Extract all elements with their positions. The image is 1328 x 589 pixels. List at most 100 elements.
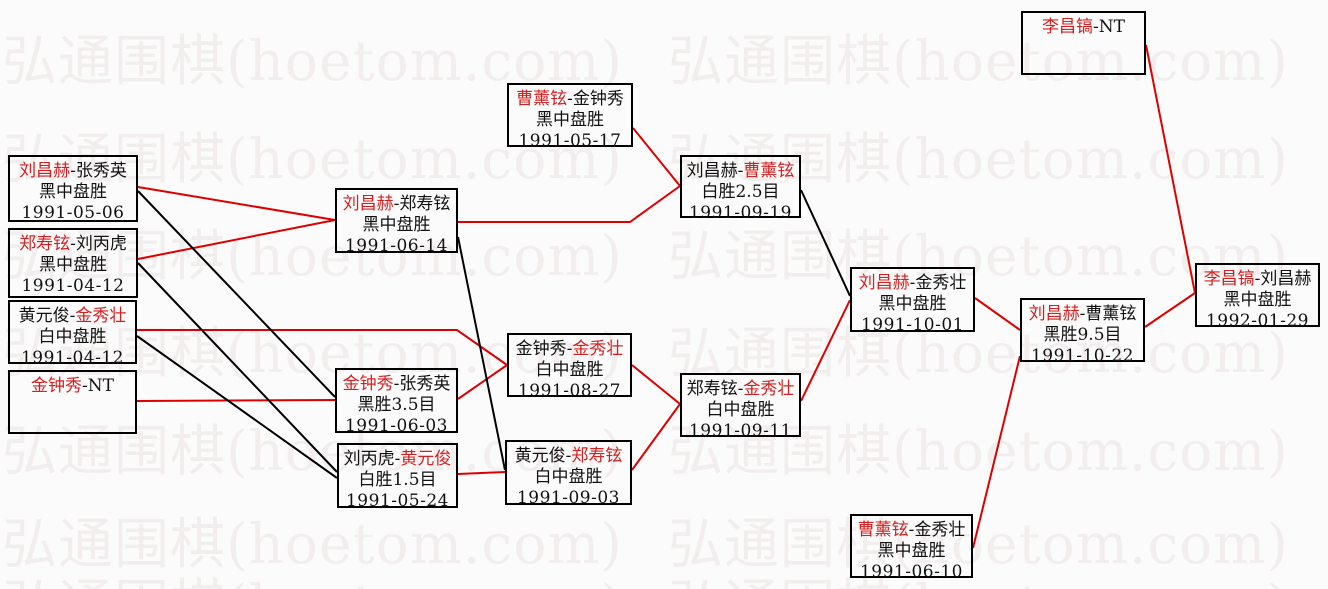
player2-name: 郑寿铉 (399, 194, 451, 214)
player1-name: 刘丙虎 (343, 449, 395, 469)
player2-name: 黄元俊 (400, 449, 452, 469)
players-separator: - (565, 446, 572, 466)
loser-line-m2-m6 (136, 335, 338, 479)
players-separator: - (69, 306, 76, 326)
player2-name: 金秀壮 (914, 520, 966, 540)
player1-name: 金钟秀 (342, 374, 394, 394)
winner-line-m8-m11 (631, 364, 681, 405)
winner-line-m7-m10 (632, 127, 681, 187)
players-separator: - (1079, 304, 1086, 324)
winner-line-m6-m9 (457, 471, 506, 475)
winner-line-m5-m8 (457, 364, 508, 400)
match-players: 刘昌赫-张秀英 (10, 161, 136, 182)
player1-name: 李昌镐 (1203, 269, 1255, 289)
player1-name: 刘昌赫 (342, 194, 394, 214)
match-date: 1991-10-01 (860, 315, 964, 335)
match-date: 1991-06-10 (859, 562, 963, 582)
match-result: 白中盘胜 (38, 327, 107, 347)
match-players: 郑寿铉-刘丙虎 (10, 234, 136, 255)
match-result: 黑中盘胜 (362, 215, 431, 235)
winner-line-m4-m10 (458, 185, 681, 223)
match-date: 1991-09-11 (688, 421, 792, 441)
match-players: 刘丙虎-黄元俊 (339, 449, 456, 470)
winner-line-m3-m5 (136, 399, 336, 402)
player1-name: 金钟秀 (515, 339, 567, 359)
players-separator: - (393, 374, 400, 394)
player1-name: 刘昌赫 (19, 161, 71, 181)
match-date: 1991-09-03 (516, 488, 620, 508)
player2-name: 金秀壮 (743, 379, 795, 399)
players-separator: - (1254, 269, 1261, 289)
match-result: 黑中盘胜 (39, 182, 107, 202)
players-separator: - (908, 520, 915, 540)
players-separator: - (70, 234, 76, 254)
match-date: 1991-04-12 (21, 276, 125, 296)
match-result: 黑中盘胜 (1223, 290, 1292, 310)
players-separator: - (394, 449, 401, 469)
match-players: 李昌镐-NT (1023, 17, 1144, 38)
winner-line-m9-m11 (631, 403, 681, 471)
player1-name: 黄元俊 (514, 446, 566, 466)
match-result: 黑胜3.5目 (357, 395, 436, 415)
match-players: 刘昌赫-郑寿铉 (337, 194, 456, 215)
match-result: 白胜1.5目 (358, 470, 437, 490)
match-players: 郑寿铉-金秀壮 (682, 379, 799, 400)
player1-name: 曹薰铉 (516, 89, 568, 109)
match-result: 黑中盘胜 (877, 541, 946, 561)
players-separator: - (566, 339, 573, 359)
match-players: 金钟秀-金秀壮 (509, 339, 630, 360)
loser-line-m4-m9 (457, 236, 506, 471)
match-players: 黄元俊-金秀壮 (10, 306, 135, 327)
winner-line-m15-m16 (1144, 292, 1196, 328)
player1-name: 刘昌赫 (1028, 304, 1080, 324)
player2-name: 刘昌赫 (1260, 269, 1312, 289)
player2-name: 金秀壮 (75, 306, 127, 326)
match-players: 刘昌赫-曹薰铉 (1022, 304, 1143, 325)
winner-line-m2-m8 (137, 329, 508, 366)
player2-name: 刘丙虎 (75, 234, 127, 254)
match-result: 黑中盘胜 (39, 255, 107, 275)
player1-name: 金钟秀 (31, 376, 83, 396)
player2-name: NT (87, 376, 114, 396)
loser-line-m1-m6 (137, 262, 338, 473)
players-separator: - (567, 89, 573, 109)
match-result: 黑中盘胜 (878, 294, 947, 314)
match-box-m14[interactable]: 李昌镐-NT (1021, 11, 1146, 75)
match-players: 黄元俊-郑寿铉 (507, 446, 630, 467)
match-date: 1991-06-03 (344, 416, 448, 436)
player2-name: 曹薰铉 (743, 161, 795, 181)
match-result: 白中盘胜 (534, 467, 603, 487)
winner-line-m0-m4 (137, 186, 336, 221)
match-result: 白胜2.5目 (701, 182, 780, 202)
match-box-m3[interactable]: 金钟秀-NT (8, 370, 137, 434)
match-date: 1991-05-06 (21, 203, 125, 223)
winner-line-m11-m12 (800, 299, 851, 402)
player2-name: NT (1098, 17, 1125, 37)
match-players: 金钟秀-NT (10, 376, 135, 397)
match-result: 黑胜9.5目 (1043, 325, 1122, 345)
match-date: 1991-04-12 (20, 348, 124, 368)
players-separator: - (393, 194, 400, 214)
players-separator: - (70, 161, 76, 181)
player2-name: 金秀壮 (915, 273, 967, 293)
match-date: 1991-09-19 (688, 203, 792, 223)
match-players: 李昌镐-刘昌赫 (1197, 269, 1318, 290)
match-date: 1991-10-22 (1030, 346, 1134, 366)
